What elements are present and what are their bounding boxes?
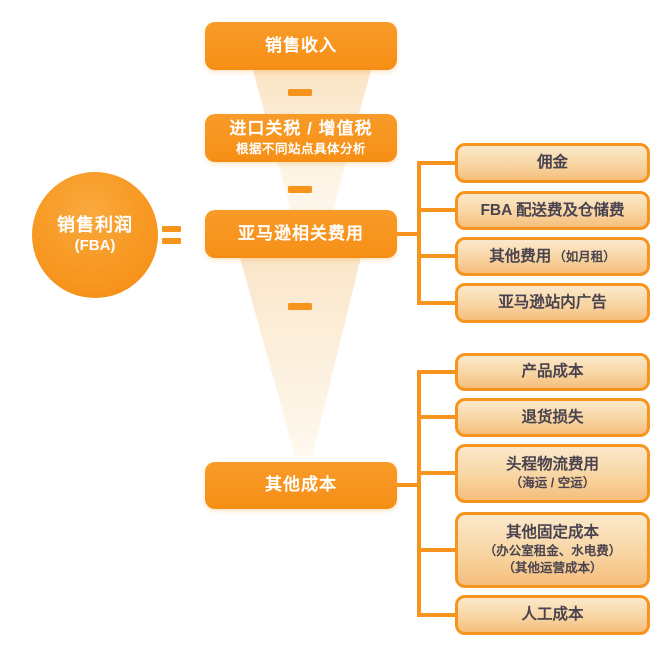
subnode-fixed-costs-note-2: （其他运营成本） (502, 560, 603, 575)
subnode-fba-fulfillment-storage-label: FBA 配送费及仓储费 (480, 201, 625, 219)
subnode-product-cost-label: 产品成本 (521, 363, 584, 381)
node-amazon-fees: 亚马逊相关费用 (205, 210, 397, 258)
subnode-commission-label: 佣金 (536, 154, 568, 172)
connector-amazon-stub-4 (421, 301, 455, 305)
node-amazon-fees-label: 亚马逊相关费用 (238, 223, 364, 243)
subnode-fixed-costs: 其他固定成本 （办公室租金、水电费） （其他运营成本） (455, 512, 650, 588)
connector-other-stub-1 (421, 370, 455, 374)
connector-amazon-stub-3 (421, 254, 455, 258)
result-node-sales-profit: 销售利润 (FBA) (32, 172, 158, 298)
node-sales-revenue-label: 销售收入 (265, 35, 337, 55)
node-import-tax-label: 进口关税 / 增值税 (229, 119, 373, 139)
connector-other-trunk (397, 483, 421, 487)
subnode-fixed-costs-label: 其他固定成本 (505, 524, 599, 542)
equals-bar-bottom (162, 238, 181, 244)
connector-other-spine (417, 370, 421, 617)
node-other-costs-label: 其他成本 (265, 475, 337, 495)
connector-amazon-stub-1 (421, 161, 455, 165)
connector-amazon-trunk (397, 232, 421, 236)
subnode-first-leg-logistics-label: 头程物流费用 (505, 456, 599, 474)
connector-other-stub-4 (421, 548, 455, 552)
connector-other-stub-5 (421, 613, 455, 617)
subnode-other-fees: 其他费用 （如月租） (455, 237, 650, 276)
subnode-return-loss-label: 退货损失 (521, 408, 584, 426)
connector-amazon-spine (417, 161, 421, 305)
subnode-other-fees-note: （如月租） (553, 249, 616, 264)
subnode-other-fees-label: 其他费用 (489, 247, 552, 265)
subnode-labor-cost-label: 人工成本 (521, 606, 584, 624)
subnode-commission: 佣金 (455, 143, 650, 183)
connector-amazon-stub-2 (421, 208, 455, 212)
node-import-tax: 进口关税 / 增值税 根据不同站点具体分析 (205, 114, 397, 162)
equals-bar-top (162, 226, 181, 232)
subnode-first-leg-logistics: 头程物流费用 （海运 / 空运） (455, 444, 650, 503)
subnode-amazon-onsite-ads-label: 亚马逊站内广告 (498, 294, 607, 312)
subnode-return-loss: 退货损失 (455, 398, 650, 437)
equals-operator (162, 226, 181, 246)
minus-operator-1 (288, 89, 312, 96)
node-import-tax-note: 根据不同站点具体分析 (235, 141, 366, 156)
node-other-costs: 其他成本 (205, 462, 397, 509)
connector-other-stub-2 (421, 415, 455, 419)
minus-operator-3 (288, 303, 312, 310)
subnode-product-cost: 产品成本 (455, 353, 650, 391)
minus-operator-2 (288, 186, 312, 193)
result-subtitle: (FBA) (74, 236, 116, 254)
node-sales-revenue: 销售收入 (205, 22, 397, 70)
subnode-amazon-onsite-ads: 亚马逊站内广告 (455, 283, 650, 323)
subnode-fba-fulfillment-storage: FBA 配送费及仓储费 (455, 191, 650, 230)
connector-other-stub-3 (421, 471, 455, 475)
funnel-shape-lower (239, 258, 361, 456)
subnode-fixed-costs-note-1: （办公室租金、水电费） (483, 543, 622, 558)
subnode-first-leg-logistics-note: （海运 / 空运） (509, 475, 596, 490)
result-title: 销售利润 (57, 215, 133, 236)
subnode-labor-cost: 人工成本 (455, 595, 650, 635)
